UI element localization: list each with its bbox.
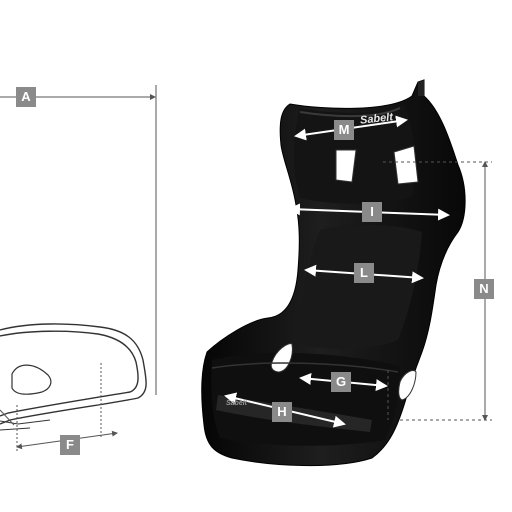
side-view-outline [0, 323, 147, 431]
dimension-label-f: F [60, 435, 80, 455]
dimension-label-h: H [272, 402, 292, 422]
dimension-label-n: N [474, 279, 494, 299]
dimension-label-a: A [16, 87, 36, 107]
dimension-label-g: G [331, 372, 351, 392]
brand-logo-cushion: Sabelt [226, 400, 248, 407]
dimension-label-m: M [334, 120, 354, 140]
dimension-label-l: L [354, 263, 374, 283]
dimension-label-i: I [362, 202, 382, 222]
dimension-a-line [0, 85, 157, 395]
dimension-f-line [0, 363, 118, 452]
